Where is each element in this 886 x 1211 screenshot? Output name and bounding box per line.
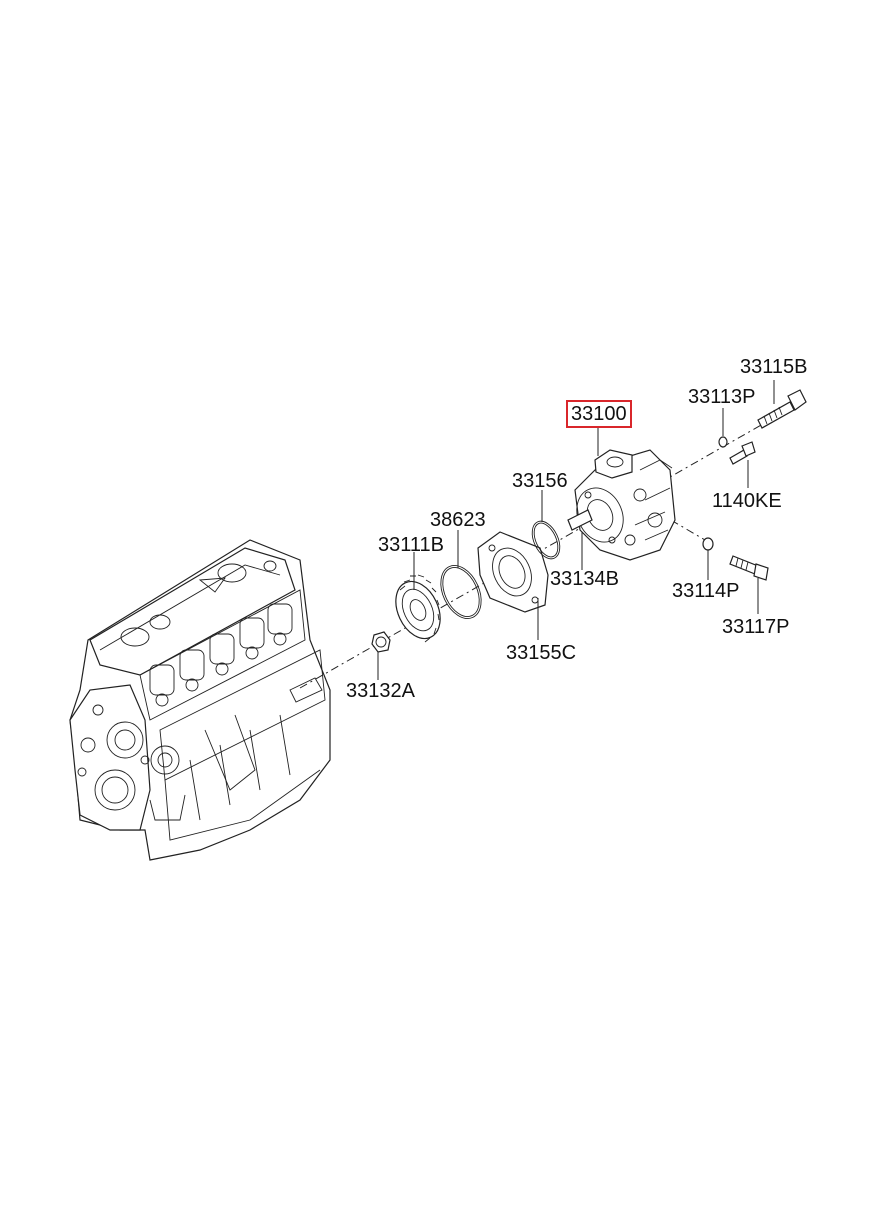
label-33134B[interactable]: 33134B <box>550 568 619 590</box>
label-38623[interactable]: 38623 <box>430 509 486 531</box>
label-33155C[interactable]: 33155C <box>506 642 577 664</box>
label-1140KE[interactable]: 1140KE <box>712 490 782 512</box>
nut-33132A <box>371 631 391 653</box>
washer-33113P <box>718 436 728 448</box>
bolt-33115B <box>757 389 807 429</box>
oring-33114P <box>702 537 714 551</box>
label-33156[interactable]: 33156 <box>512 470 568 492</box>
label-33100-highlighted[interactable]: 33100 <box>566 400 632 428</box>
label-33114P[interactable]: 33114P <box>672 580 740 602</box>
leader-lines <box>377 380 775 680</box>
label-33115B[interactable]: 33115B <box>740 356 808 378</box>
label-33113P[interactable]: 33113P <box>688 386 756 408</box>
label-33111B[interactable]: 33111B <box>378 534 444 556</box>
fuel-pump-33100 <box>567 449 676 561</box>
flange-33155C <box>477 531 549 613</box>
oring-38623 <box>440 565 482 619</box>
bolt-33117P <box>729 555 769 581</box>
engine-block-illustration <box>69 539 331 861</box>
bolt-1140KE <box>729 441 756 465</box>
label-33117P[interactable]: 33117P <box>722 616 790 638</box>
gear-33111B <box>395 574 441 643</box>
oring-33156 <box>531 520 561 560</box>
label-33132A[interactable]: 33132A <box>346 680 415 702</box>
